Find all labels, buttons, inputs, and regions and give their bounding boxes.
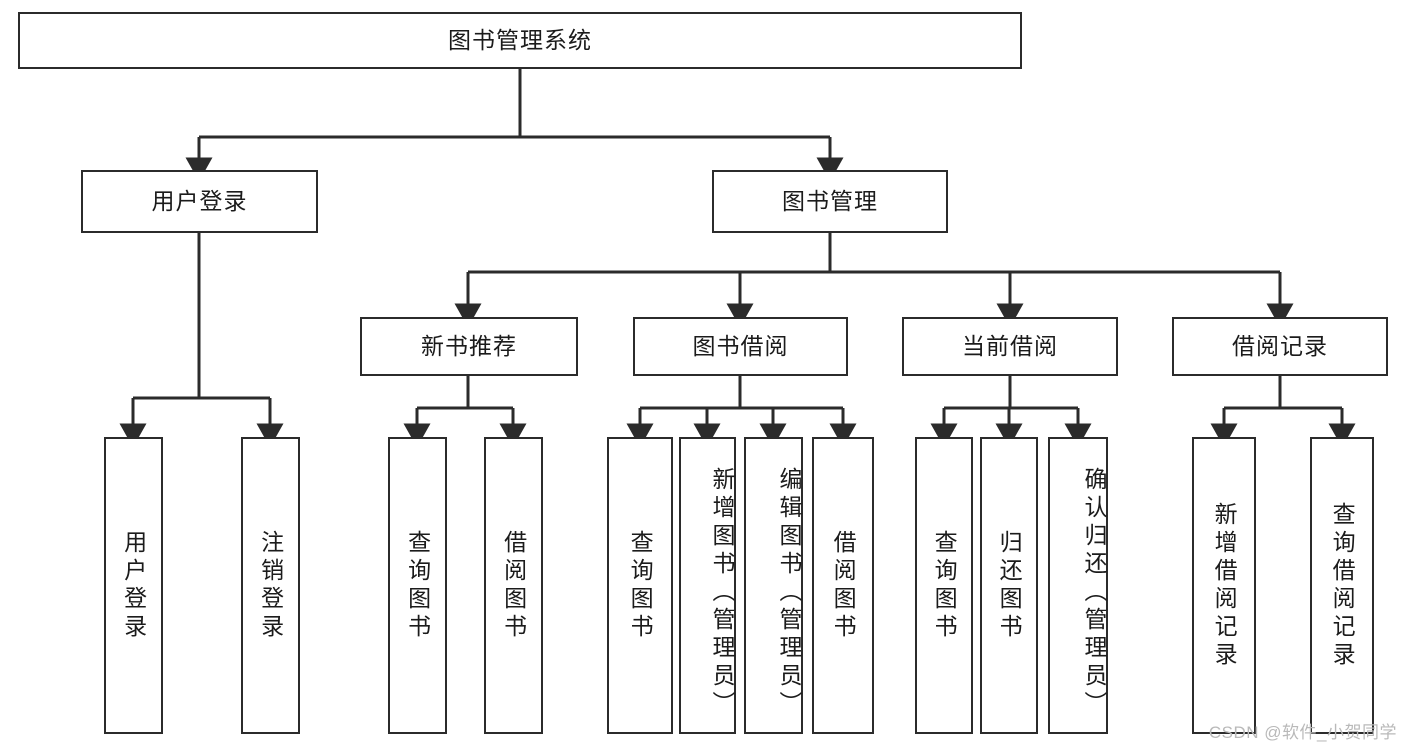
node-book-borrow[interactable]: 图书借阅 [633, 317, 848, 376]
leaf-book-borrow-add-book-admin[interactable]: 新增图书（管理员） [679, 437, 736, 734]
leaf-borrow-record-add-record[interactable]: 新增借阅记录 [1192, 437, 1256, 734]
leaf-current-borrow-confirm-return-admin[interactable]: 确认归还（管理员） [1048, 437, 1108, 734]
node-label: 查询图书 [627, 529, 654, 642]
node-label: 编辑图书（管理员） [776, 466, 802, 719]
node-label: 用户登录 [120, 529, 147, 642]
node-label: 新书推荐 [421, 332, 517, 359]
node-root-book-management-system[interactable]: 图书管理系统 [18, 12, 1022, 69]
node-label: 查询图书 [931, 529, 958, 642]
node-label: 归还图书 [996, 529, 1023, 642]
leaf-new-book-query-book[interactable]: 查询图书 [388, 437, 447, 734]
node-label: 新增图书（管理员） [709, 466, 735, 719]
leaf-current-borrow-query-book[interactable]: 查询图书 [915, 437, 973, 734]
node-label: 借阅记录 [1232, 332, 1328, 359]
node-label: 用户登录 [151, 187, 248, 214]
node-label: 图书管理系统 [448, 26, 592, 53]
leaf-user-login-logout[interactable]: 注销登录 [241, 437, 300, 734]
node-label: 注销登录 [257, 529, 284, 642]
node-book-management[interactable]: 图书管理 [712, 170, 948, 233]
leaf-current-borrow-return-book[interactable]: 归还图书 [980, 437, 1038, 734]
node-current-borrow[interactable]: 当前借阅 [902, 317, 1118, 376]
leaf-user-login-login[interactable]: 用户登录 [104, 437, 163, 734]
leaf-book-borrow-edit-book-admin[interactable]: 编辑图书（管理员） [744, 437, 803, 734]
node-label: 借阅图书 [830, 529, 857, 642]
leaf-book-borrow-borrow-book[interactable]: 借阅图书 [812, 437, 874, 734]
node-label: 当前借阅 [962, 332, 1058, 359]
node-borrow-record[interactable]: 借阅记录 [1172, 317, 1388, 376]
leaf-new-book-borrow-book[interactable]: 借阅图书 [484, 437, 543, 734]
node-label: 新增借阅记录 [1211, 501, 1238, 670]
csdn-watermark: CSDN @软件_小贺同学 [1208, 723, 1397, 742]
node-label: 借阅图书 [500, 529, 527, 642]
node-label: 查询图书 [404, 529, 431, 642]
node-label: 图书借阅 [692, 332, 789, 359]
node-label: 查询借阅记录 [1329, 501, 1356, 670]
node-label: 确认归还（管理员） [1081, 466, 1107, 719]
node-label: 图书管理 [782, 187, 878, 214]
leaf-book-borrow-query-book[interactable]: 查询图书 [607, 437, 673, 734]
node-new-book-recommend[interactable]: 新书推荐 [360, 317, 578, 376]
leaf-borrow-record-query-record[interactable]: 查询借阅记录 [1310, 437, 1374, 734]
node-user-login[interactable]: 用户登录 [81, 170, 318, 233]
